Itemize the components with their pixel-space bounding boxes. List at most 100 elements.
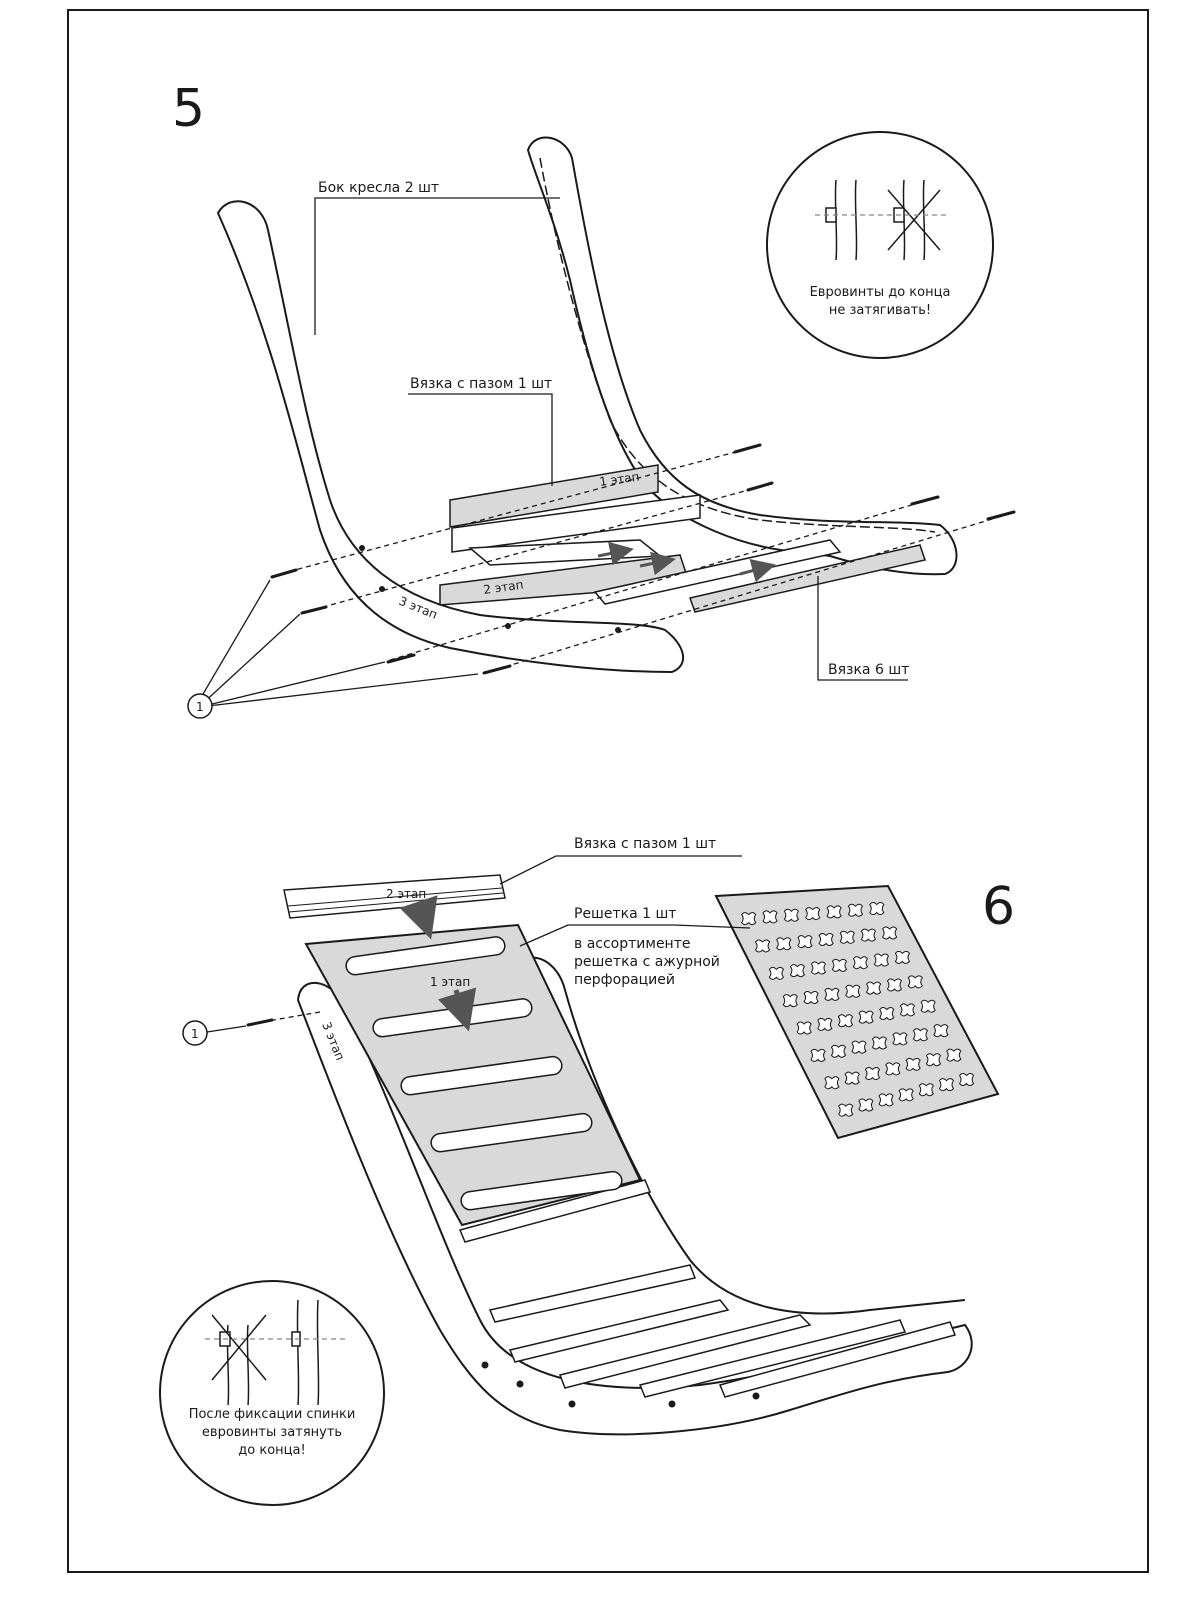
perforation-hole bbox=[858, 1010, 874, 1024]
step-5-number: 5 bbox=[172, 79, 205, 139]
perforation-hole bbox=[838, 1103, 854, 1117]
perforation-hole bbox=[898, 1088, 914, 1102]
note-circle-step-5: Евровинты до конца не затягивать! bbox=[766, 131, 994, 359]
tie-slat-6 bbox=[689, 544, 926, 613]
perforation-hole bbox=[907, 975, 923, 989]
perforation-hole bbox=[762, 910, 778, 924]
svg-text:1: 1 bbox=[191, 1027, 199, 1041]
insert-arrows bbox=[597, 541, 776, 583]
step-6: 6 2 этап 1 bbox=[159, 836, 1015, 1506]
perforation-hole bbox=[824, 987, 840, 1001]
perforation-hole bbox=[817, 1017, 833, 1031]
perforation-hole bbox=[783, 908, 800, 922]
perforation-hole bbox=[741, 912, 757, 926]
perforation-hole bbox=[810, 1048, 826, 1062]
perforation-hole bbox=[824, 1076, 840, 1090]
perforated-grid-variant bbox=[714, 884, 1000, 1140]
label-grid-note-3: перфорацией bbox=[574, 972, 675, 988]
note-6-line-2: евровинты затянуть bbox=[202, 1425, 342, 1440]
seat-slats bbox=[458, 1179, 956, 1398]
label-grid-note-2: решетка с ажурной bbox=[574, 954, 720, 970]
page-frame bbox=[67, 9, 1149, 1573]
label-grid-note-1: в ассортименте bbox=[574, 936, 690, 952]
perforation-hole bbox=[826, 905, 842, 919]
perforation-hole bbox=[776, 937, 792, 951]
perforation-hole bbox=[805, 907, 821, 921]
perforation-hole bbox=[754, 939, 771, 953]
perforation-hole bbox=[782, 994, 798, 1008]
perforation-hole bbox=[920, 999, 936, 1013]
label-grooved-tie: Вязка с пазом 1 шт bbox=[410, 376, 552, 392]
perforation-hole bbox=[810, 961, 827, 975]
perforation-hole bbox=[894, 950, 911, 964]
tie-slat-2 bbox=[451, 494, 701, 553]
note-5-line-1: Евровинты до конца bbox=[810, 285, 951, 300]
perforation-hole bbox=[818, 932, 834, 946]
perforation-hole bbox=[860, 928, 877, 942]
perforation-hole bbox=[844, 1071, 860, 1085]
callout-1: 1 bbox=[187, 693, 213, 719]
svg-text:1: 1 bbox=[196, 700, 204, 714]
perforation-hole bbox=[803, 991, 819, 1005]
stage-1-label: 1 этап bbox=[598, 470, 640, 489]
tie-slat-1 bbox=[449, 464, 659, 528]
perforation-hole bbox=[830, 1044, 847, 1058]
perforation-hole bbox=[879, 1007, 895, 1021]
perforation-hole bbox=[851, 1040, 867, 1054]
tie-slat-5 bbox=[593, 539, 842, 605]
perforation-hole bbox=[912, 1028, 929, 1042]
label-tie: Вязка 6 шт bbox=[828, 662, 909, 678]
note-6-line-3: до конца! bbox=[238, 1443, 305, 1458]
note-6-line-1: После фиксации спинки bbox=[189, 1407, 356, 1422]
insert-arrows-step-6 bbox=[399, 895, 477, 1032]
note-circle-step-6: После фиксации спинки евровинты затянуть… bbox=[159, 1280, 385, 1506]
perforation-hole bbox=[768, 966, 785, 980]
perforation-hole bbox=[925, 1053, 942, 1067]
perforation-hole bbox=[869, 902, 885, 916]
perforation-hole bbox=[871, 1036, 888, 1050]
perforation-hole bbox=[938, 1078, 955, 1092]
perforation-hole bbox=[881, 926, 898, 940]
label-grid: Решетка 1 шт bbox=[574, 906, 676, 922]
perforation-hole bbox=[873, 953, 890, 967]
perforation-hole bbox=[918, 1083, 934, 1097]
perforation-hole bbox=[831, 958, 848, 972]
screw-axes bbox=[279, 445, 1013, 673]
perforation-hole bbox=[796, 1021, 812, 1035]
perforation-hole bbox=[878, 1093, 894, 1107]
stage-2-label: 2 этап bbox=[482, 578, 524, 597]
step-6-number: 6 bbox=[982, 877, 1015, 937]
perforation-hole bbox=[899, 1003, 916, 1017]
callout-1-step-6: 1 bbox=[182, 1020, 208, 1046]
note-5-line-2: не затягивать! bbox=[829, 303, 931, 318]
screw-icons bbox=[270, 443, 1016, 675]
stage-1-label-step-6: 1 этап bbox=[430, 975, 470, 989]
perforation-hole bbox=[845, 984, 861, 998]
leaders-step-5 bbox=[195, 197, 908, 707]
perforation-hole bbox=[905, 1057, 921, 1071]
perforation-hole bbox=[946, 1048, 962, 1062]
perforation-hole bbox=[892, 1032, 908, 1046]
drill-holes bbox=[359, 545, 621, 633]
stage-2-label-step-6: 2 этап bbox=[386, 887, 426, 901]
drill-holes-step-6 bbox=[481, 1361, 760, 1408]
perforation-hole bbox=[858, 1098, 874, 1112]
perforation-hole bbox=[933, 1024, 949, 1038]
callout-leader-step-6 bbox=[206, 1025, 247, 1033]
perforation-hole bbox=[797, 935, 813, 949]
perforation-hole bbox=[958, 1073, 975, 1087]
perforation-hole bbox=[864, 1067, 881, 1081]
chair-far-side-step-6 bbox=[527, 956, 966, 1315]
label-grooved-tie-step-6: Вязка с пазом 1 шт bbox=[574, 836, 716, 852]
step-5: 5 1 этап 2 этап 3 этап bbox=[172, 79, 1016, 719]
perforation-hole bbox=[885, 1062, 901, 1076]
chair-side-step-6 bbox=[296, 982, 973, 1436]
perforation-hole bbox=[865, 981, 882, 995]
perforation-hole bbox=[847, 903, 864, 917]
perforation-hole bbox=[837, 1014, 854, 1028]
perforation-hole bbox=[886, 978, 903, 992]
label-side: Бок кресла 2 шт bbox=[318, 180, 439, 196]
leaders-step-6 bbox=[499, 855, 751, 947]
perforation-hole bbox=[852, 956, 869, 970]
perforation-hole bbox=[839, 930, 855, 944]
